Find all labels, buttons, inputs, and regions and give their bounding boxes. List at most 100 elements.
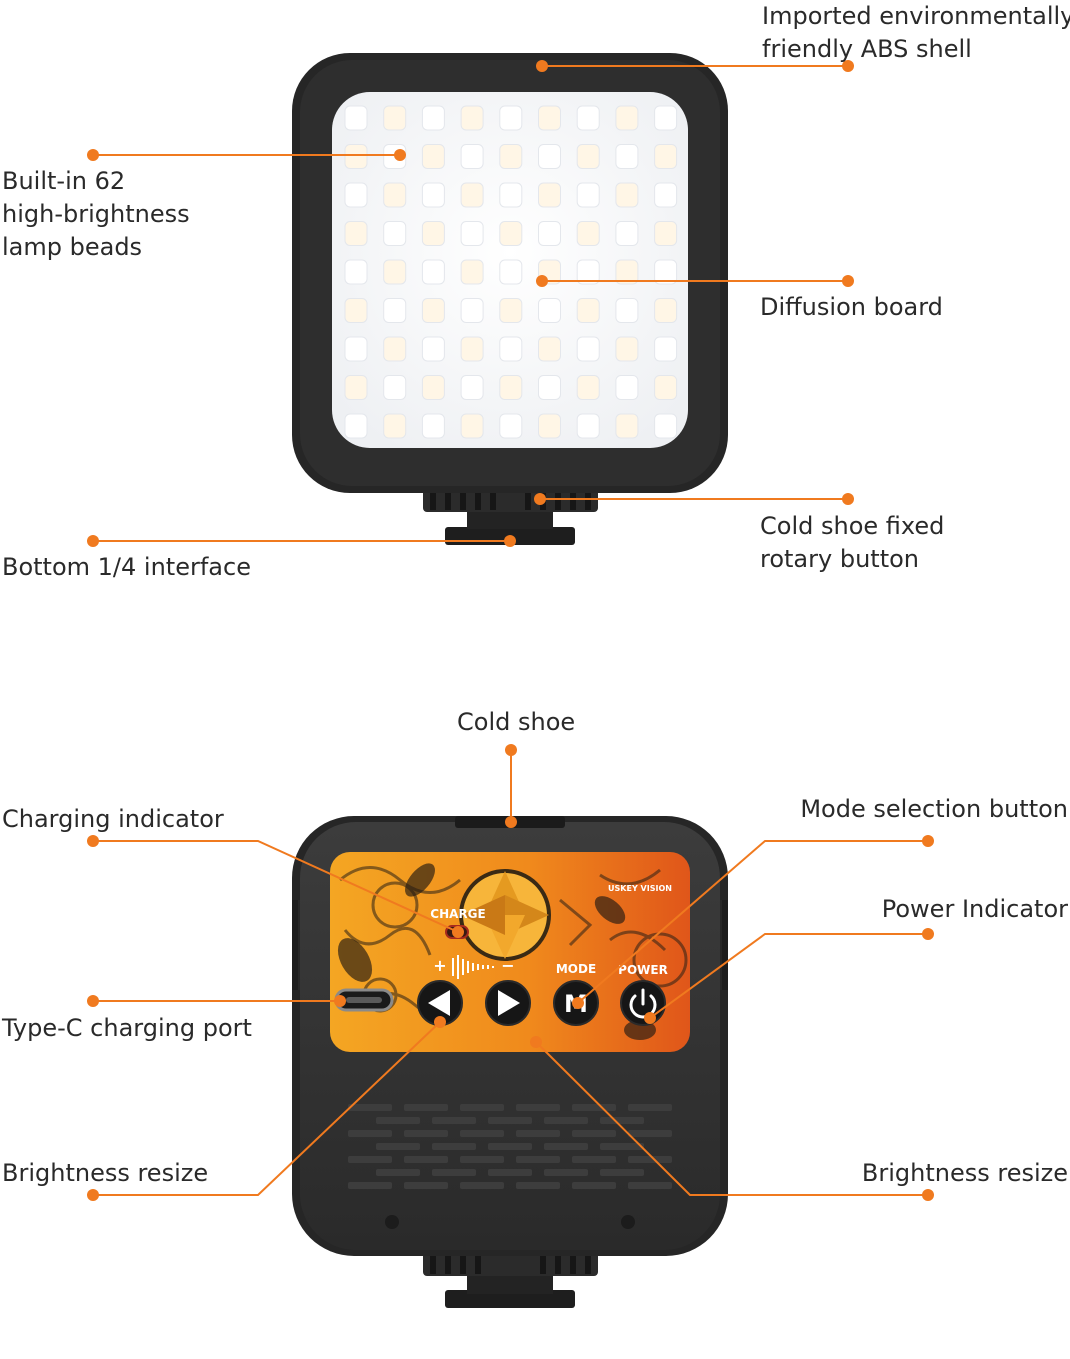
label-type-c-port: Type-C charging port xyxy=(2,1012,252,1045)
lamp-bead xyxy=(576,182,600,208)
lamp-bead xyxy=(499,298,523,323)
vent-slot xyxy=(404,1130,448,1137)
brightness-right-leader-dot xyxy=(530,1036,542,1048)
leader-lines xyxy=(87,60,934,1201)
coldshoe-leader-dot xyxy=(505,816,517,828)
lamp-bead xyxy=(344,413,368,439)
charging-leader-line xyxy=(93,840,459,933)
rotary-leader-dot xyxy=(842,493,854,505)
power-leader-dot xyxy=(644,1012,656,1024)
lamp-bead xyxy=(615,221,639,246)
vent-slot xyxy=(572,1156,616,1163)
panel-plus-label: + xyxy=(433,956,446,975)
diffusion-leader-dot xyxy=(842,275,854,287)
mode-leader-line xyxy=(577,840,928,1004)
lamp-bead xyxy=(538,375,561,400)
right-arrow-icon xyxy=(498,990,520,1016)
back-bottom-knob xyxy=(423,1250,598,1308)
vent-grille xyxy=(348,1104,672,1189)
aperture-icon xyxy=(459,869,551,961)
vent-slot xyxy=(600,1143,644,1150)
label-line: lamp beads xyxy=(2,233,143,261)
lamp-bead xyxy=(538,221,561,246)
label-line: Bottom 1/4 interface xyxy=(2,553,251,581)
label-charging-indicator: Charging indicator xyxy=(2,803,224,836)
lamp-bead xyxy=(615,182,639,208)
typec-leader-dot xyxy=(334,995,346,1007)
vent-slot xyxy=(544,1143,588,1150)
lamp-bead xyxy=(654,144,678,169)
label-line: Cold shoe fixed xyxy=(760,512,945,540)
lamp-bead xyxy=(499,182,523,208)
lamp-bead xyxy=(576,336,600,362)
vent-slot xyxy=(348,1156,392,1163)
lamp-bead xyxy=(460,144,484,169)
lamp-bead xyxy=(499,375,523,400)
label-line: Diffusion board xyxy=(760,293,943,321)
vent-slot xyxy=(628,1156,672,1163)
vent-slot xyxy=(404,1156,448,1163)
label-line: friendly ABS shell xyxy=(762,35,972,63)
vent-slot xyxy=(432,1169,476,1176)
lamp-bead xyxy=(499,336,523,362)
lamp-bead xyxy=(460,336,484,362)
brightness-right-leader-line xyxy=(535,1041,928,1196)
rotary-leader-dot xyxy=(534,493,546,505)
lamp-bead xyxy=(538,336,561,362)
panel-minus-label: − xyxy=(501,956,514,975)
label-line: Type-C charging port xyxy=(2,1014,252,1042)
label-line: Charging indicator xyxy=(2,805,224,833)
lamp-bead xyxy=(460,182,484,208)
lamp-bead xyxy=(576,413,600,439)
beads-leader-dot xyxy=(394,149,406,161)
vent-slot xyxy=(376,1117,420,1124)
vent-slot xyxy=(488,1117,532,1124)
vent-slot xyxy=(432,1117,476,1124)
lamp-bead xyxy=(460,259,484,285)
vent-slot xyxy=(488,1169,532,1176)
lamp-bead xyxy=(383,413,407,439)
lamp-bead xyxy=(383,298,407,323)
vent-slot xyxy=(460,1104,504,1111)
brightness-level-bar xyxy=(452,955,494,979)
vent-slot xyxy=(460,1182,504,1189)
vent-slot xyxy=(348,1182,392,1189)
label-rotary-button: Cold shoe fixed rotary button xyxy=(760,510,944,576)
lamp-bead xyxy=(460,298,484,323)
lamp-bead xyxy=(344,182,368,208)
vent-slot xyxy=(544,1169,588,1176)
brightness-left-leader-line xyxy=(93,1021,441,1196)
vent-slot xyxy=(404,1182,448,1189)
coldshoe-leader-dot xyxy=(505,744,517,756)
vent-slot xyxy=(544,1117,588,1124)
back-light: M CHARGE + − MODE POWER USKEY VISION xyxy=(292,816,728,1308)
label-power-indicator: Power Indicator xyxy=(882,893,1068,926)
lamp-bead xyxy=(654,182,678,208)
label-abs-shell: Imported environmentally friendly ABS sh… xyxy=(762,0,1070,66)
lamp-bead xyxy=(538,105,561,131)
lamp-bead xyxy=(576,221,600,246)
power-button[interactable] xyxy=(620,980,666,1026)
lamp-bead xyxy=(383,105,407,131)
label-line: Brightness resize xyxy=(861,1159,1068,1187)
lamp-bead xyxy=(615,336,639,362)
lamp-bead xyxy=(654,105,678,131)
lamp-bead xyxy=(421,413,445,439)
label-mode-button: Mode selection button xyxy=(800,793,1068,826)
lamp-bead xyxy=(383,221,407,246)
beads-leader-dot xyxy=(87,149,99,161)
panel-charge-label: CHARGE xyxy=(430,907,485,921)
vent-slot xyxy=(628,1182,672,1189)
front-light xyxy=(292,53,728,545)
vent-slot xyxy=(404,1104,448,1111)
vent-slot xyxy=(600,1169,644,1176)
lamp-bead xyxy=(460,375,484,400)
label-line: Brightness resize xyxy=(2,1159,209,1187)
label-bottom-interface: Bottom 1/4 interface xyxy=(2,551,251,584)
lamp-bead xyxy=(344,105,368,131)
vent-slot xyxy=(376,1143,420,1150)
brightness-up-button[interactable] xyxy=(485,980,531,1026)
lamp-bead xyxy=(421,259,445,285)
diffusion-leader-dot xyxy=(536,275,548,287)
lamp-bead xyxy=(499,144,523,169)
